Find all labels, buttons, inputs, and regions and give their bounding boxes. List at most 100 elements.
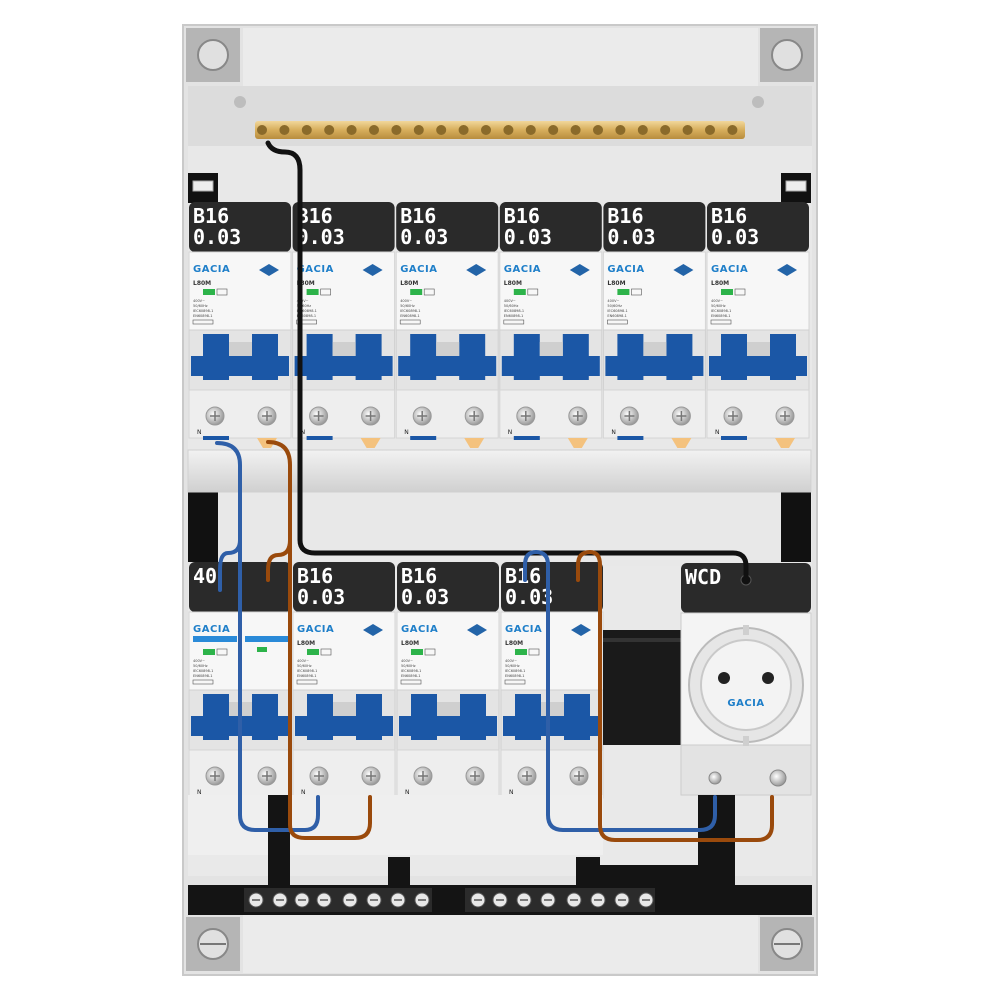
top-breaker-5[interactable]: B160.03GACIAL80M400V~50/60HzIEC60898-1EN… [602, 202, 706, 448]
busbar-hole [346, 125, 357, 135]
breaker-model: L80M [401, 640, 419, 647]
breaker-brand: GACIA [607, 264, 644, 275]
breaker-spec-line: 50/60Hz [505, 664, 520, 668]
breaker-spec-line: 400V~ [711, 299, 723, 303]
breaker-spec-line: 50/60Hz [297, 304, 312, 308]
toggle-switch[interactable] [503, 694, 601, 740]
breaker-spec-line: IEC60898-1 [193, 669, 213, 673]
breaker-brand: GACIA [401, 624, 438, 635]
black-wire [265, 140, 749, 583]
breaker-rating: B16 [193, 204, 229, 228]
breaker-spec-line: EN60898-1 [193, 314, 212, 318]
toggle-switch[interactable] [709, 334, 807, 380]
toggle-switch[interactable] [191, 694, 289, 740]
toggle-switch[interactable] [501, 334, 600, 380]
busbar-hole [705, 125, 715, 135]
busbar-hole [503, 125, 514, 135]
breaker-model: L80M [505, 640, 523, 647]
breaker-brand: GACIA [505, 624, 542, 635]
bottom-breaker-2[interactable]: B160.03GACIAL80M400V~50/60HzIEC60898-1EN… [292, 562, 396, 808]
busbar-hole [324, 125, 335, 135]
top-breaker-2[interactable]: B160.03GACIAL80M400V~50/60HzIEC60898-1EN… [292, 202, 396, 448]
busbar-hole [727, 125, 738, 135]
busbar-hole [593, 125, 603, 135]
breaker-spec-line: EN60898-1 [400, 314, 419, 318]
breaker-spec-line: 50/60Hz [401, 664, 416, 668]
earth-busbar [255, 121, 745, 139]
neutral-mark: N [611, 429, 616, 436]
neutral-mark: N [197, 789, 202, 796]
busbar-hole [682, 125, 693, 135]
toggle-switch[interactable] [605, 334, 704, 380]
neutral-mark: N [508, 429, 513, 436]
breaker-rating: B16 [504, 204, 540, 228]
busbar-hole [525, 125, 536, 135]
neutral-mark: N [301, 429, 306, 436]
blue-wire-left [215, 441, 320, 832]
toggle-switch[interactable] [294, 334, 393, 380]
breaker-spec-line: EN60898-1 [505, 674, 524, 678]
breaker-trip-current: 0.03 [400, 225, 448, 249]
socket-brand: GACIA [727, 698, 764, 709]
busbar-hole [413, 125, 424, 135]
top-breaker-6[interactable]: B160.03GACIAL80M400V~50/60HzIEC60898-1EN… [706, 202, 810, 448]
breaker-brand: GACIA [400, 264, 437, 275]
busbar-hole [570, 125, 581, 135]
breaker-spec-line: 50/60Hz [297, 664, 312, 668]
diamond-logo-icon [466, 264, 487, 276]
breaker-spec-line: IEC60898-1 [505, 669, 525, 673]
bottom-breaker-3[interactable]: B160.03GACIAL80M400V~50/60HzIEC60898-1EN… [396, 562, 500, 808]
top-breaker-3[interactable]: B160.03GACIAL80M400V~50/60HzIEC60898-1EN… [395, 202, 499, 448]
blank-filler [603, 630, 681, 745]
breaker-spec-line: 400V~ [193, 659, 205, 663]
busbar-hole [257, 125, 267, 135]
wiring [215, 140, 774, 842]
breaker-spec-line: IEC60898-1 [297, 669, 317, 673]
breaker-model: L80M [504, 280, 522, 287]
socket-module[interactable]: WCD GACIA [680, 563, 812, 796]
neutral-mark: N [301, 789, 306, 796]
middle-cover-strip [187, 449, 812, 493]
blue-wire-right [523, 550, 717, 832]
breaker-rating: B16 [401, 564, 437, 588]
toggle-switch[interactable] [295, 694, 393, 740]
breaker-rating: B16 [711, 204, 747, 228]
bottom-breaker-4[interactable]: B160.03GACIAL80M400V~50/60HzIEC60898-1EN… [500, 562, 604, 808]
lower-cover-strip [188, 795, 603, 855]
breaker-rating: 40 [193, 564, 217, 588]
toggle-switch[interactable] [191, 334, 289, 380]
breaker-spec-line: 50/60Hz [193, 304, 208, 308]
brown-wire-right [576, 550, 774, 842]
breaker-spec-line: EN60898-1 [297, 314, 316, 318]
breaker-spec-line: 50/60Hz [504, 304, 519, 308]
terminal-rail [188, 795, 812, 915]
corner-screw-top-left [186, 28, 240, 82]
toggle-switch[interactable] [398, 334, 497, 380]
brown-wire-left [266, 440, 372, 840]
breaker-spec-line: IEC60898-1 [297, 309, 317, 313]
toggle-switch[interactable] [399, 694, 497, 740]
breaker-spec-line: 400V~ [297, 659, 309, 663]
breaker-spec-line: EN60898-1 [401, 674, 420, 678]
breaker-spec-line: IEC60898-1 [401, 669, 421, 673]
breaker-spec-line: 400V~ [504, 299, 516, 303]
neutral-mark: N [404, 429, 409, 436]
top-breaker-1[interactable]: B160.03GACIAL80M400V~50/60HzIEC60898-1EN… [188, 202, 292, 448]
breaker-model: L80M [400, 280, 418, 287]
breaker-trip-current: 0.03 [505, 585, 553, 609]
diamond-logo-icon [777, 264, 797, 276]
diamond-logo-icon [259, 264, 279, 276]
breaker-spec-line: IEC60898-1 [607, 309, 627, 313]
breaker-rating: B16 [297, 204, 333, 228]
busbar-hole [301, 125, 312, 135]
breaker-model: L80M [711, 280, 729, 287]
top-breaker-4[interactable]: B160.03GACIAL80M400V~50/60HzIEC60898-1EN… [499, 202, 603, 448]
breaker-brand: GACIA [297, 264, 334, 275]
mount-hole-right [752, 96, 764, 108]
breaker-rating: B16 [297, 564, 333, 588]
busbar-hole [637, 125, 648, 135]
socket-label: WCD [685, 565, 721, 589]
diamond-logo-icon [363, 624, 383, 636]
breaker-spec-line: EN60898-1 [297, 674, 316, 678]
